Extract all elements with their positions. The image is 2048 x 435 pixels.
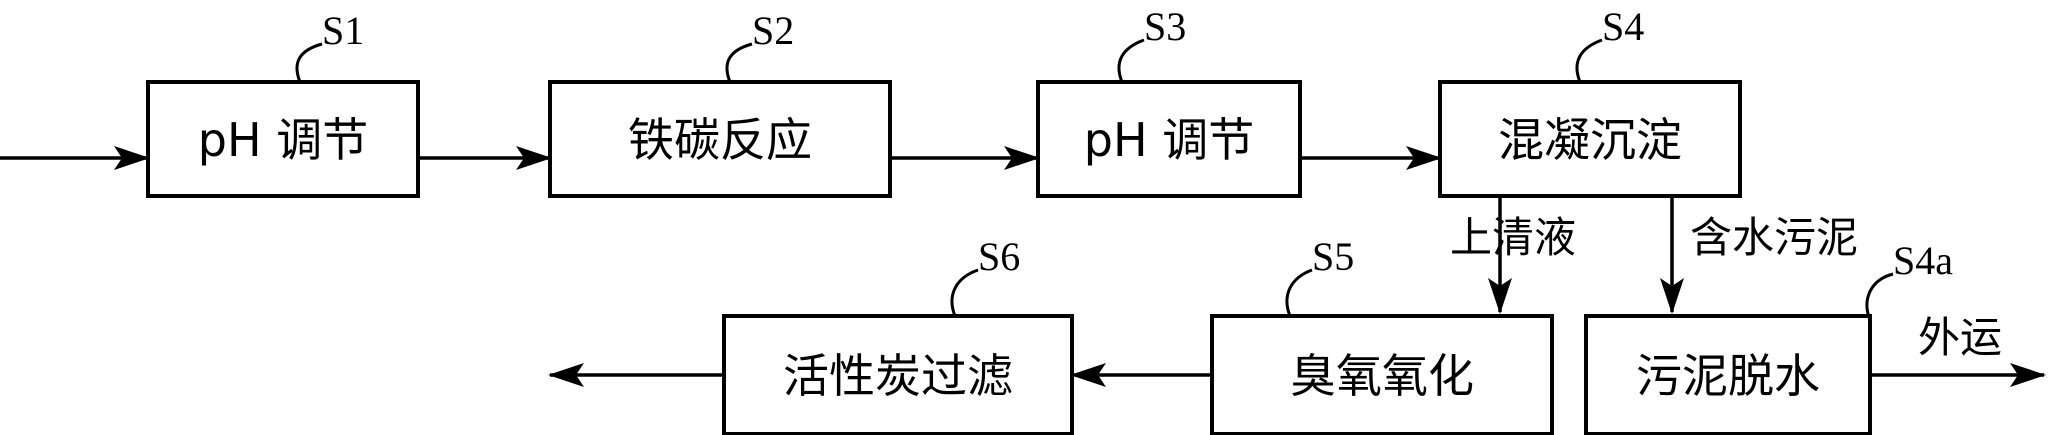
box-s2-label: 铁碳反应 xyxy=(628,113,812,167)
box-s4a-label: 污泥脱水 xyxy=(1636,349,1820,403)
step-label-s3: S3 xyxy=(1144,4,1186,49)
leader-s2 xyxy=(725,42,753,83)
box-s3: pH 调节 xyxy=(1036,80,1302,198)
box-s4a: 污泥脱水 xyxy=(1584,314,1872,435)
leader-s3 xyxy=(1117,38,1145,83)
box-s5-label: 臭氧氧化 xyxy=(1290,349,1474,403)
box-s2: 铁碳反应 xyxy=(548,80,892,198)
step-label-s1: S1 xyxy=(322,8,364,53)
leader-s1 xyxy=(295,42,323,83)
box-s1: pH 调节 xyxy=(146,80,420,198)
step-label-s6: S6 xyxy=(978,234,1020,279)
box-s6-label: 活性炭过滤 xyxy=(783,349,1013,403)
leader-s5 xyxy=(1285,268,1313,317)
flow-label-supernatant: 上清液 xyxy=(1450,213,1576,262)
box-s5: 臭氧氧化 xyxy=(1210,314,1554,435)
box-s1-label: pH 调节 xyxy=(198,113,368,167)
leader-s4 xyxy=(1575,38,1603,83)
step-label-s5: S5 xyxy=(1312,234,1354,279)
step-label-s4: S4 xyxy=(1602,4,1644,49)
step-label-s2: S2 xyxy=(752,8,794,53)
leader-s4a xyxy=(1865,272,1894,321)
box-s4: 混凝沉淀 xyxy=(1438,80,1742,198)
leader-s6 xyxy=(950,268,979,317)
step-label-s4a: S4a xyxy=(1893,238,1953,283)
flow-label-transport-out: 外运 xyxy=(1918,313,2002,362)
box-s6: 活性炭过滤 xyxy=(722,314,1074,435)
flow-label-wet-sludge: 含水污泥 xyxy=(1690,213,1858,262)
box-s4-label: 混凝沉淀 xyxy=(1498,113,1682,167)
box-s3-label: pH 调节 xyxy=(1084,113,1254,167)
